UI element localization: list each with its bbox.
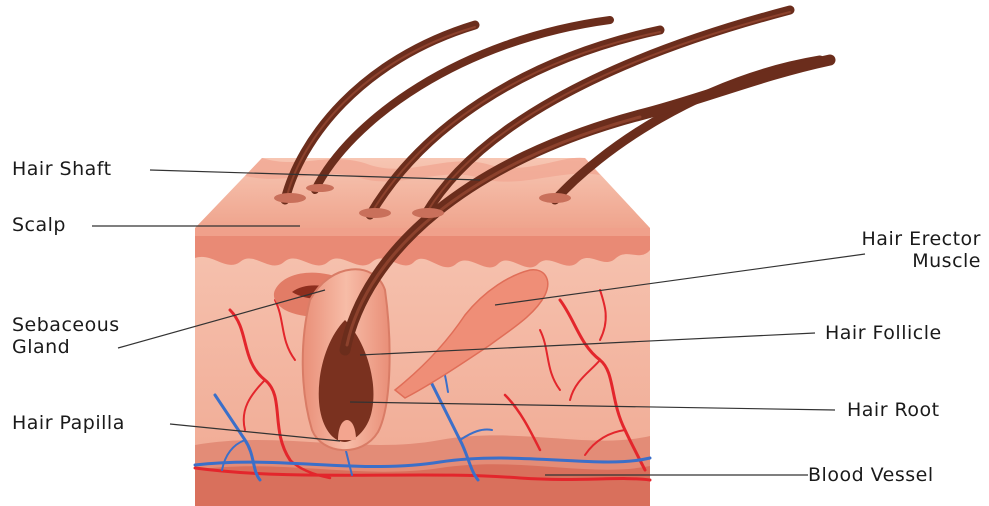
label-sebaceous-gland: Sebaceous Gland bbox=[12, 314, 120, 358]
label-scalp: Scalp bbox=[12, 214, 66, 236]
label-hair-erector-muscle: Hair Erector Muscle bbox=[862, 228, 981, 272]
label-hair-follicle: Hair Follicle bbox=[825, 322, 942, 344]
label-sebaceous-gland-line2: Gland bbox=[12, 336, 120, 358]
label-hair-root: Hair Root bbox=[847, 399, 940, 421]
label-hair-shaft: Hair Shaft bbox=[12, 158, 112, 180]
label-blood-vessel: Blood Vessel bbox=[808, 464, 934, 486]
label-hair-erector-muscle-line1: Hair Erector bbox=[862, 228, 981, 250]
label-hair-papilla: Hair Papilla bbox=[12, 412, 125, 434]
label-hair-erector-muscle-line2: Muscle bbox=[862, 250, 981, 272]
label-sebaceous-gland-line1: Sebaceous bbox=[12, 314, 120, 336]
